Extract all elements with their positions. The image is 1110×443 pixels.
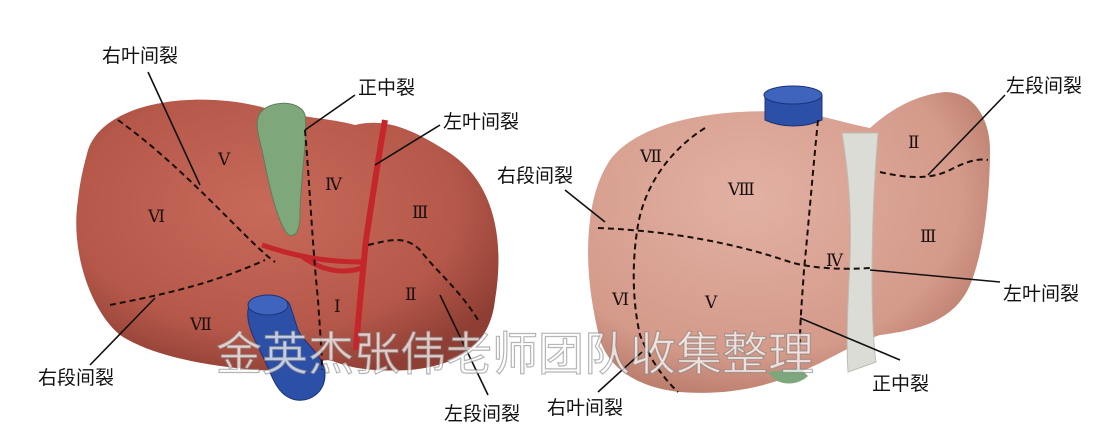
segment-label: Ⅵ: [147, 207, 165, 227]
label-median-fissure: 正中裂: [358, 77, 415, 99]
segment-label: Ⅳ: [325, 175, 343, 195]
segment-label: Ⅳ: [826, 251, 844, 271]
label-right-interlobar-fissure: 右叶间裂: [102, 45, 178, 67]
segment-label: Ⅴ: [217, 150, 231, 170]
segment-label: Ⅲ: [412, 203, 428, 223]
label-left-intersegmental-fissure: 左段间裂: [444, 403, 520, 425]
label-right-interlobar-fissure: 右叶间裂: [547, 397, 623, 419]
segment-label: Ⅱ: [908, 133, 920, 153]
segment-label: Ⅰ: [334, 297, 341, 317]
segment-label: Ⅵ: [611, 290, 629, 310]
label-right-intersegmental-fissure: 右段间裂: [38, 367, 114, 389]
segment-label: Ⅱ: [405, 285, 417, 305]
vena-cava-opening-right: [764, 86, 822, 104]
label-right-intersegmental-fissure: 右段间裂: [497, 165, 573, 187]
label-left-intersegmental-fissure: 左段间裂: [1006, 75, 1082, 97]
segment-label: Ⅶ: [189, 315, 212, 335]
label-left-interlobar-fissure: 左叶间裂: [443, 111, 519, 133]
segment-label: Ⅲ: [920, 227, 936, 247]
segment-label: Ⅷ: [727, 180, 755, 200]
segment-label: Ⅶ: [639, 147, 662, 167]
label-median-fissure: 正中裂: [872, 373, 929, 395]
vena-cava-opening-left: [248, 295, 288, 315]
segment-label: Ⅴ: [704, 293, 718, 313]
label-left-interlobar-fissure: 左叶间裂: [1003, 283, 1079, 305]
watermark: 金英杰张伟老师团队收集整理: [216, 327, 814, 381]
